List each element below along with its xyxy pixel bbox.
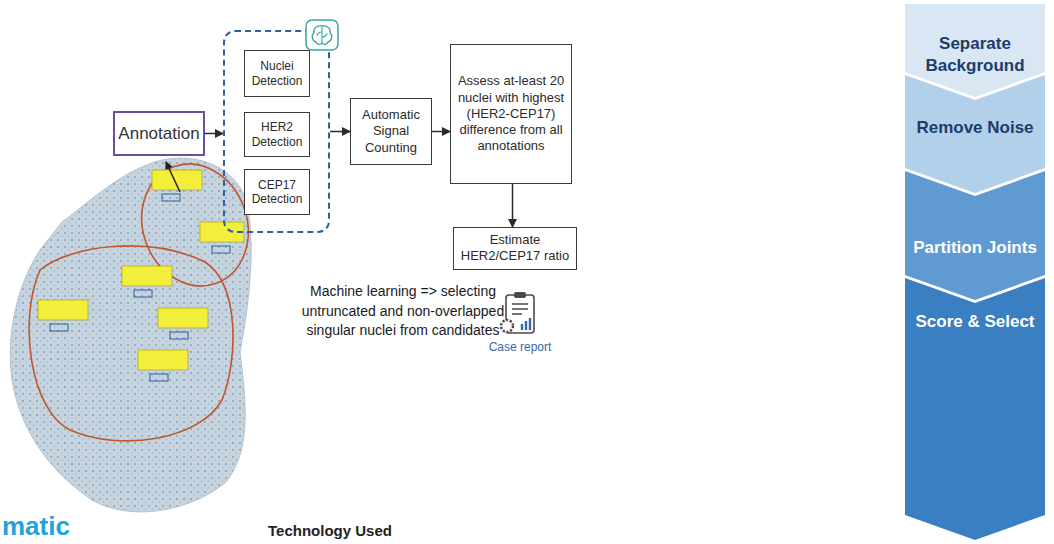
annotation-tags bbox=[38, 170, 244, 381]
step-label: Partition Joints bbox=[911, 237, 1039, 259]
clip bbox=[514, 292, 526, 298]
ml-detection-group: Nuclei DetectionHER2 DetectionCEP17 Dete… bbox=[223, 30, 330, 233]
box-label: Annotation bbox=[118, 124, 199, 144]
step-chevron: Remove Noise bbox=[905, 75, 1045, 193]
process-box: HER2 Detection bbox=[244, 112, 310, 157]
step-chevron: Partition Joints bbox=[905, 171, 1045, 300]
process-box: Assess at-least 20 nuclei with highest (… bbox=[450, 44, 572, 184]
pointer-arrow bbox=[166, 162, 180, 192]
report-caption: Case report bbox=[489, 340, 552, 354]
flow-arrow bbox=[330, 131, 350, 133]
report-icon bbox=[498, 290, 542, 336]
flow-arrow bbox=[432, 131, 450, 133]
process-box: CEP17 Detection bbox=[244, 169, 310, 215]
chevron-fill bbox=[905, 75, 1045, 193]
section-heading: Technology Used bbox=[268, 522, 468, 540]
process-box: Estimate HER2/CEP17 ratio bbox=[453, 227, 577, 270]
brain-icon bbox=[306, 20, 338, 50]
box-label: Assess at-least 20 nuclei with highest (… bbox=[456, 73, 566, 154]
annotation-box: Annotation bbox=[113, 111, 205, 156]
flow-arrow bbox=[205, 133, 223, 135]
chevron-shape bbox=[905, 171, 1045, 300]
step-label: Separate Background bbox=[911, 33, 1039, 77]
chevron-fill bbox=[905, 171, 1045, 300]
process-box: Automatic Signal Counting bbox=[350, 98, 432, 165]
step-label: Remove Noise bbox=[911, 117, 1039, 139]
box-label: CEP17 Detection bbox=[250, 178, 304, 207]
step-label: Score & Select bbox=[911, 311, 1039, 333]
text-lines bbox=[512, 304, 528, 314]
box-label: Nuclei Detection bbox=[250, 59, 304, 88]
flow-arrow bbox=[512, 184, 514, 227]
brand-fragment: matic bbox=[2, 512, 122, 542]
box-label: HER2 Detection bbox=[250, 120, 304, 149]
tissue-section bbox=[10, 158, 251, 512]
box-label: Estimate HER2/CEP17 ratio bbox=[459, 232, 571, 265]
annotation-outline bbox=[29, 246, 233, 441]
gear bbox=[501, 320, 513, 332]
box-label: Automatic Signal Counting bbox=[356, 107, 426, 156]
ml-note: Machine learning => selecting untruncate… bbox=[296, 282, 510, 341]
chart-bars bbox=[522, 318, 530, 330]
process-box: Nuclei Detection bbox=[244, 50, 310, 97]
step-chevron: Score & Select bbox=[905, 278, 1045, 540]
chevron-fill bbox=[905, 278, 1045, 540]
